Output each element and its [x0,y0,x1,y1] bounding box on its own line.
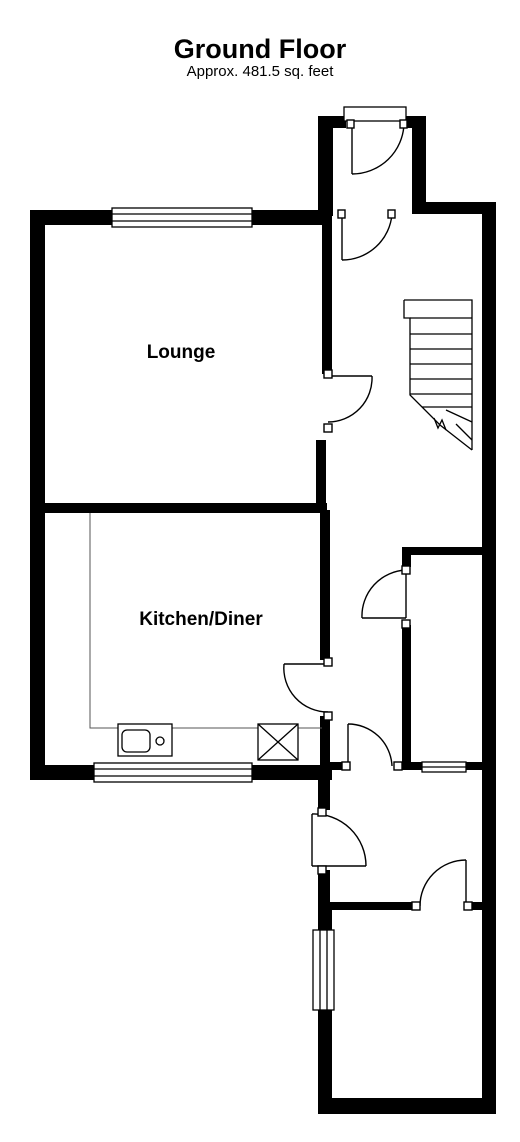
lobby-wall-left-upper [318,778,330,810]
bathroom-wall-left-lower [318,1008,332,1114]
lounge-kitchen-wall [42,503,327,513]
bathroom-door [411,859,473,911]
bathroom-wall-top [326,902,414,910]
kitchen-wall-bottom-right [250,765,332,780]
back-door [311,807,367,875]
lounge-window [111,207,253,228]
staircase [403,299,473,451]
bathroom-window [312,929,335,1011]
cupboard-wall-top [402,547,486,555]
kitchen-label: Kitchen/Diner [139,609,263,630]
lounge-wall-top-right [250,210,332,225]
bathroom-wall-bottom [318,1098,496,1114]
porch-wall-right [412,116,426,214]
lounge-door [323,369,373,433]
porch-wall-top-left [318,116,346,128]
walls [30,116,496,1114]
kitchen-door [283,657,333,721]
cupboard-wall-upper [402,547,411,567]
floor-area: Approx. 481.5 sq. feet [186,63,334,80]
inner-porch-door [337,209,396,261]
front-door [346,119,408,175]
outer-wall-right [482,202,496,1114]
cupboard-window [421,761,467,773]
bathroom-wall-left-upper [318,902,332,932]
cupboard-wall-bottom-right [464,762,486,770]
floor-title: Ground Floor [173,34,347,64]
windows [93,106,467,1011]
lobby-door [341,723,403,771]
cupboard-wall-bottom-left [402,762,424,770]
lobby-wall-top-left [320,762,344,770]
kitchen-wall-bottom-left [30,765,96,780]
kitchen-window [93,762,253,783]
porch-window [343,106,407,122]
lounge-wall-top-left [30,210,114,225]
kitchen-worktop [89,513,322,729]
cupboard-wall-lower [402,625,411,767]
kitchen-partition-upper [320,510,330,660]
lounge-label: Lounge [147,342,216,363]
lounge-partition-lower [316,440,326,510]
sink-icon [117,723,173,757]
lounge-partition-upper [322,218,332,374]
doors [283,119,473,911]
bathroom-wall-top-right [466,902,486,910]
cupboard-door [361,565,411,629]
boiler-icon [257,723,299,761]
porch-wall-left [318,116,333,216]
kitchen-partition-lower [320,716,330,768]
hall-wall-top [412,202,496,214]
outer-wall-left [30,210,45,780]
